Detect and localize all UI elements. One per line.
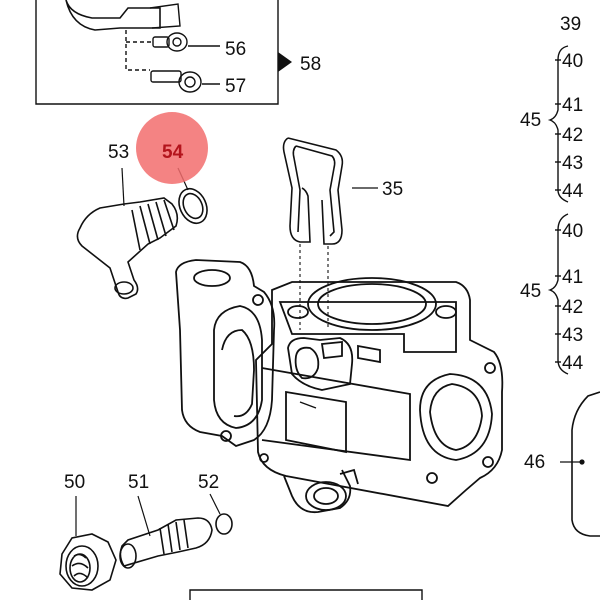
callout-43: 43: [562, 153, 583, 174]
callout-58: 58: [300, 54, 321, 75]
callout-39: 39: [560, 14, 581, 35]
callout-53: 53: [108, 142, 129, 163]
highlight-circle: [136, 112, 208, 184]
callout-46: 46: [524, 452, 545, 473]
callout-41: 41: [562, 267, 583, 288]
callout-35: 35: [382, 179, 403, 200]
callout-51: 51: [128, 472, 149, 493]
callout-40: 40: [562, 51, 583, 72]
bracket-group-upper: [547, 45, 569, 203]
elbow-fitting-part: [76, 167, 179, 300]
callout-44: 44: [562, 353, 584, 374]
callout-54: 54: [162, 142, 184, 163]
callout-50: 50: [64, 472, 85, 493]
callout-56: 56: [225, 39, 246, 60]
bracket-group-lower: [547, 213, 569, 375]
bottom-box-edge: [189, 589, 423, 600]
callout-40: 40: [562, 221, 583, 242]
callout-42: 42: [562, 125, 583, 146]
wire-clip-part: [282, 137, 378, 330]
seal-ring-part: [209, 493, 233, 535]
callout-43: 43: [562, 325, 583, 346]
main-housing-part: [175, 259, 504, 514]
callout-42: 42: [562, 297, 583, 318]
callout-44: 44: [562, 181, 584, 202]
union-nut-part: [59, 496, 117, 591]
callout-45: 45: [520, 110, 541, 131]
callout-45: 45: [520, 281, 541, 302]
callout-52: 52: [198, 472, 219, 493]
arrow-58-icon: [278, 52, 292, 72]
hose-nipple-part: [119, 495, 213, 569]
callout-41: 41: [562, 95, 583, 116]
container-part: [560, 391, 600, 537]
callout-57: 57: [225, 76, 246, 97]
